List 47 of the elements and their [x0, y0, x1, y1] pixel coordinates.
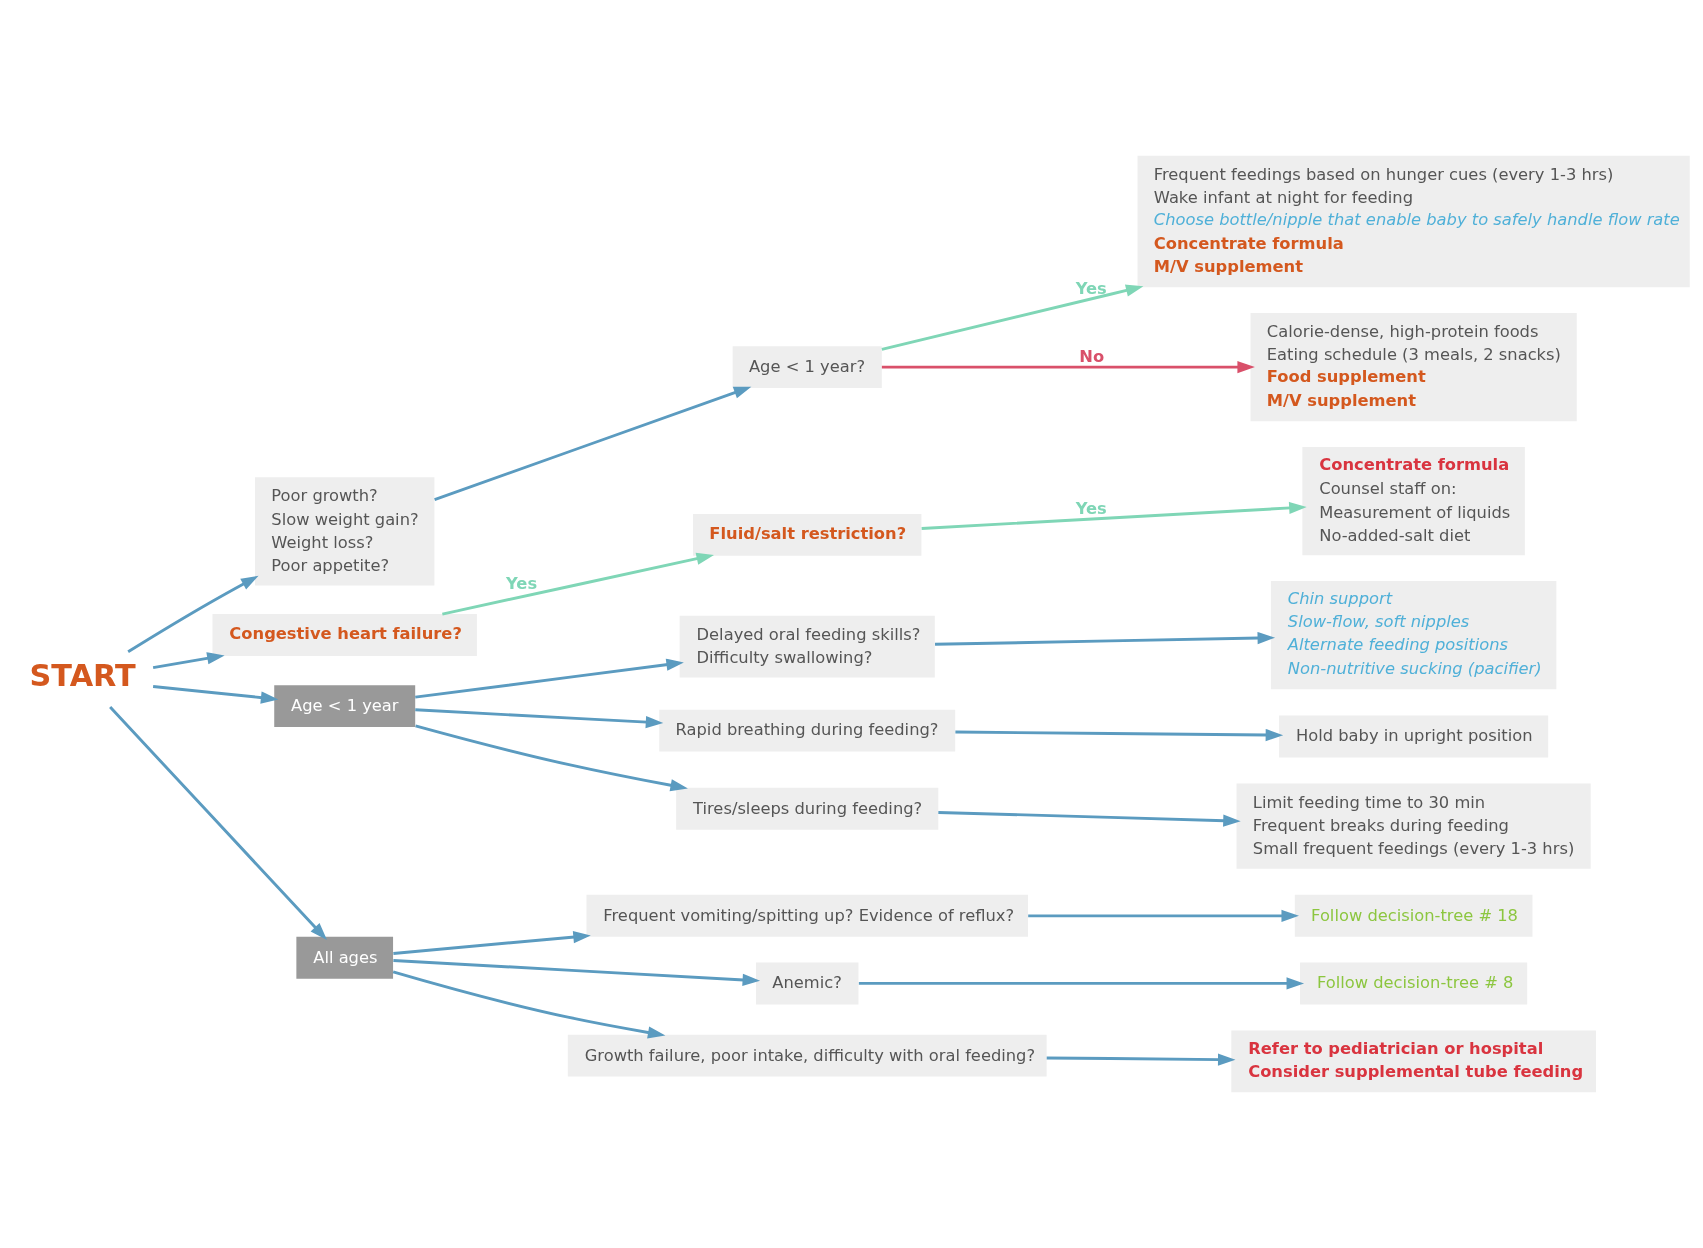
node-box: Anemic?	[755, 962, 859, 1005]
arrow	[442, 552, 715, 616]
node-box: Poor growth? Slow weight gain? Weight loss? Poor appetite?	[255, 477, 435, 586]
arrow	[1046, 1053, 1236, 1066]
node-box: Growth failure, poor intake, difficulty with oral feeding?	[567, 1034, 1047, 1077]
node-box: Calorie-dense, high-protein foods Eating schedule (3 meals, 2 snacks) Food supplement M/V supplement	[1250, 312, 1577, 422]
node-box: Chin support Slow-flow, soft nipples Alternate feeding positions Non-nutritive sucking (pacifier)	[1270, 580, 1557, 690]
arrow	[935, 631, 1276, 646]
edge-label: No	[1079, 346, 1105, 366]
node-box: Delayed oral feeding skills? Difficulty swallowing?	[679, 615, 935, 678]
edge-label: Yes	[1075, 499, 1107, 519]
node-box: Tires/sleeps during feeding?	[676, 787, 939, 830]
node-box: Fluid/salt restriction?	[693, 513, 922, 556]
edge-label: Yes	[506, 573, 538, 593]
arrow	[921, 501, 1307, 530]
node-box: Age < 1 year	[274, 685, 416, 728]
node-box: Age < 1 year?	[732, 346, 882, 389]
node-box: Follow decision-tree # 18	[1294, 894, 1533, 937]
arrow	[938, 810, 1241, 827]
arrow	[858, 977, 1305, 990]
node-box: Limit feeding time to 30 min Frequent breaks during feeding Small frequent feedings (every 1-3 hrs)	[1236, 783, 1591, 869]
node-box: Frequent feedings based on hunger cues (every 1-3 hrs) Wake infant at night for feeding Choose bottle/nipple that enable baby to safely handle flow rate Concentrate formula M/V supplement	[1137, 155, 1690, 288]
node-box: Concentrate formula Counsel staff on: Measurement of liquids No-added-salt diet	[1302, 446, 1525, 556]
node-box: Follow decision-tree # 8	[1300, 962, 1528, 1005]
node-box: Hold baby in upright position	[1279, 715, 1549, 758]
arrow	[392, 970, 666, 1039]
arrow	[152, 652, 225, 670]
node-box: Rapid breathing during feeding?	[659, 709, 956, 752]
edge-label: Yes	[1075, 278, 1107, 298]
arrow	[393, 958, 761, 986]
arrow	[393, 930, 591, 955]
node-text: START	[29, 658, 136, 694]
arrow	[415, 658, 684, 699]
arrow	[434, 386, 752, 502]
node-box: Congestive heart failure?	[212, 614, 477, 657]
arrow	[955, 728, 1284, 742]
arrow	[127, 575, 259, 654]
arrow	[881, 360, 1255, 374]
node-box: Frequent vomiting/spitting up? Evidence of reflux?	[586, 894, 1028, 937]
arrow	[415, 708, 664, 729]
arrow	[415, 724, 688, 792]
node-box: All ages	[296, 936, 394, 979]
arrow	[152, 685, 279, 704]
arrow	[881, 284, 1144, 351]
arrow	[1028, 909, 1299, 922]
arrow	[109, 706, 328, 941]
node-box: Refer to pediatrician or hospital Consider supplemental tube feeding	[1231, 1030, 1596, 1093]
